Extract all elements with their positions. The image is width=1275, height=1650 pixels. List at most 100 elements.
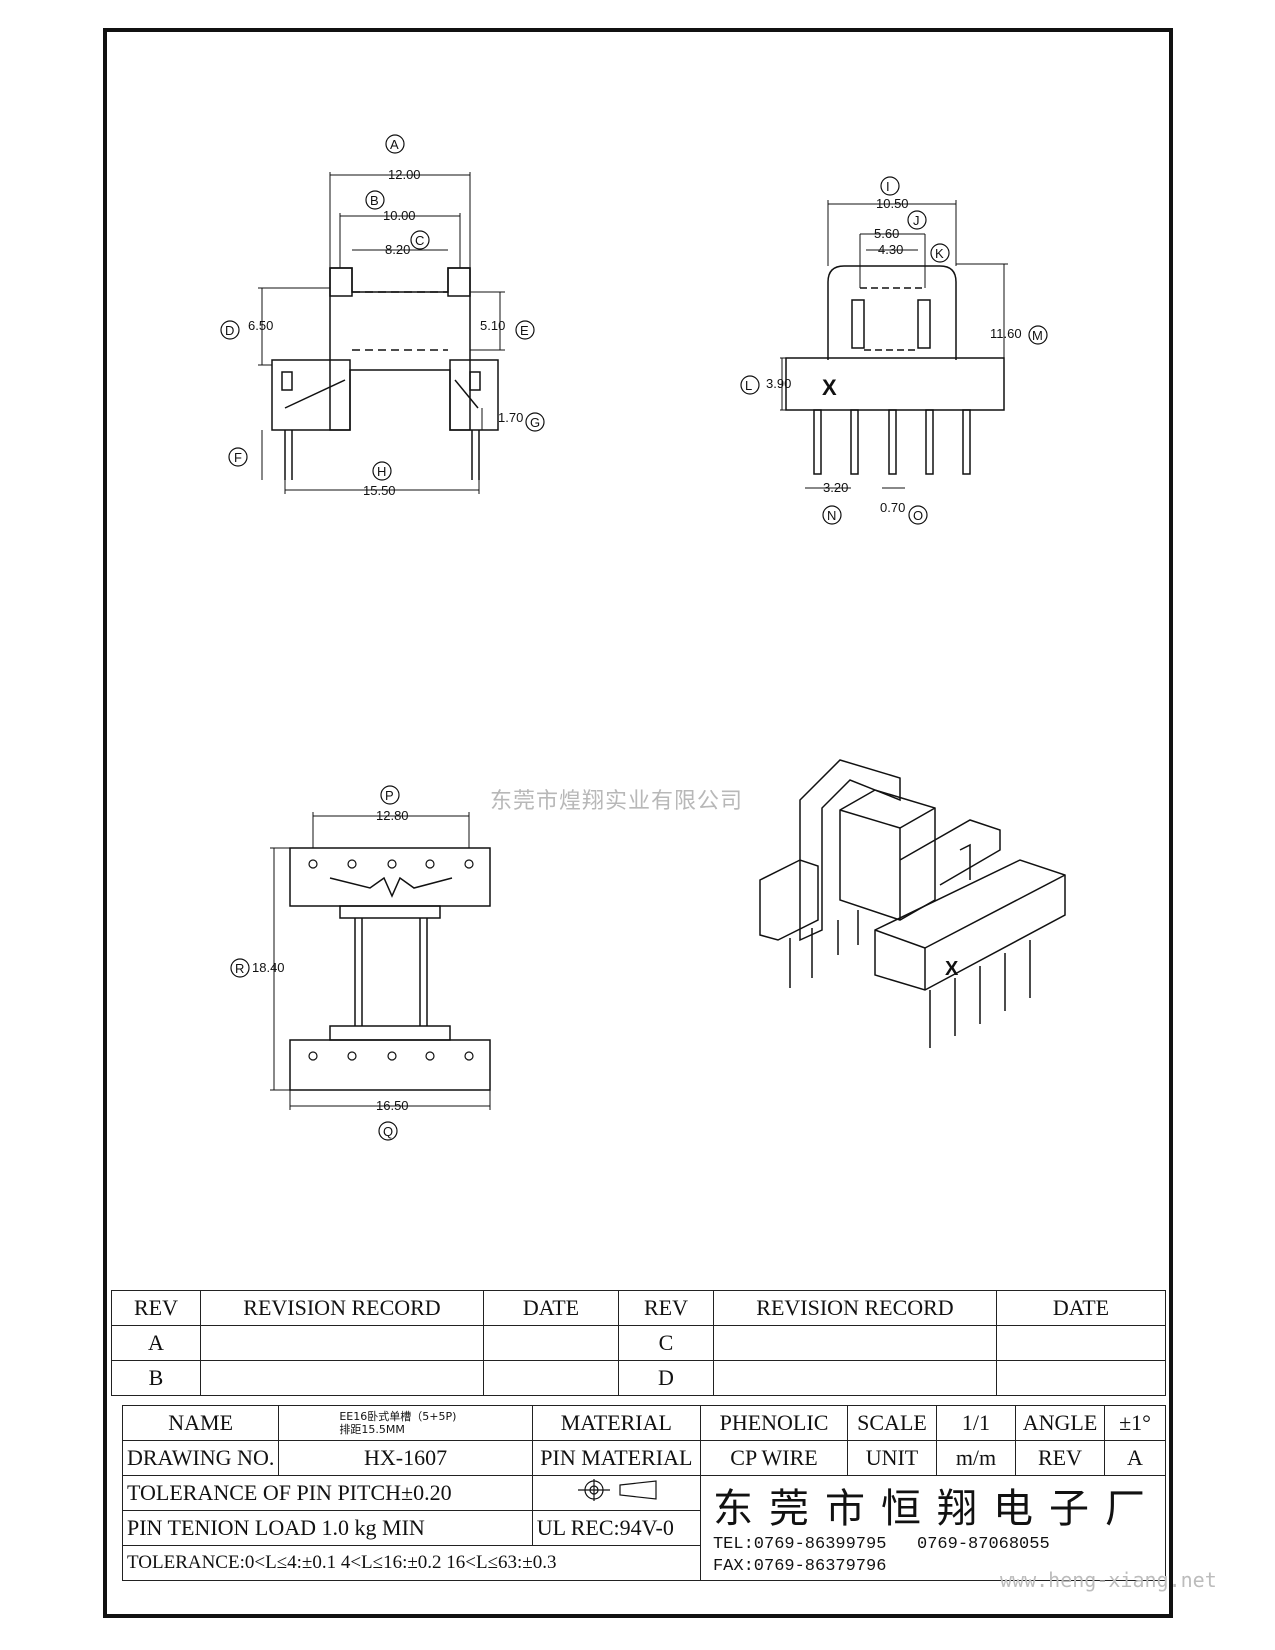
unit-value: m/m: [935, 1440, 1016, 1476]
projection-symbol: [531, 1475, 701, 1511]
title-row-3: TOLERANCE OF PIN PITCH±0.20 东莞市恒翔电子厂 TEL…: [122, 1475, 1167, 1581]
callout-c: C: [415, 233, 424, 248]
angle-label: ANGLE: [1014, 1405, 1106, 1441]
tel-2: 0769-87068055: [917, 1535, 1050, 1554]
part-name-line2: 排距15.5MM: [339, 1423, 405, 1436]
drawing-no-value: HX-1607: [278, 1440, 533, 1476]
callout-h: H: [377, 464, 386, 479]
unit-label: UNIT: [846, 1440, 937, 1476]
callout-m: M: [1032, 328, 1043, 343]
callout-r: R: [235, 961, 244, 976]
dim-n: 3.20: [823, 480, 848, 495]
dim-g: 1.70: [498, 410, 523, 425]
revision-header-row: REV REVISION RECORD DATE REV REVISION RE…: [111, 1290, 1166, 1326]
rev-value: A: [1104, 1440, 1166, 1476]
record-cell: [200, 1360, 484, 1396]
rev-cell: B: [111, 1360, 201, 1396]
material-value: PHENOLIC: [699, 1405, 848, 1441]
callout-i: I: [886, 179, 890, 194]
bottom-view: 12.80 16.50 18.40 P Q R: [230, 785, 491, 1141]
pin-load: PIN TENION LOAD 1.0 kg MIN: [122, 1510, 533, 1546]
isometric-view: X: [759, 759, 1066, 1048]
callout-k: K: [935, 246, 944, 261]
watermark-text: 东莞市煌翔实业有限公司: [490, 789, 744, 814]
dim-h: 15.50: [363, 483, 396, 498]
revision-record-header-2: REVISION RECORD: [713, 1290, 997, 1326]
callout-p: P: [385, 788, 394, 803]
tel-1: TEL:0769-86399795: [712, 1535, 887, 1554]
title-row-2: DRAWING NO. HX-1607 PIN MATERIAL CP WIRE…: [121, 1440, 1166, 1476]
tolerance-ranges: TOLERANCE:0<L≤4:±0.1 4<L≤16:±0.2 16<L≤63…: [122, 1545, 701, 1581]
title-row-1: NAME EE16卧式单槽（5+5P) 排距15.5MM MATERIAL PH…: [121, 1405, 1166, 1441]
revision-record-header: REVISION RECORD: [200, 1290, 484, 1326]
drawing-frame: [103, 28, 1173, 1618]
table-row: B D: [111, 1360, 1166, 1396]
dim-b: 10.00: [383, 208, 416, 223]
date-header-2: DATE: [996, 1290, 1166, 1326]
callout-l: L: [745, 378, 752, 393]
part-name: EE16卧式单槽（5+5P) 排距15.5MM: [278, 1405, 533, 1441]
dim-o: 0.70: [880, 500, 905, 515]
company-block: 东莞市恒翔电子厂 TEL:0769-86399795 0769-87068055…: [699, 1475, 1167, 1581]
rev-label: REV: [1014, 1440, 1106, 1476]
website-watermark: www.heng-xiang.net: [1000, 1568, 1217, 1592]
rev-cell: C: [618, 1325, 714, 1361]
pin-material-value: CP WIRE: [699, 1440, 848, 1476]
date-cell: [996, 1325, 1166, 1361]
callout-b: B: [370, 193, 379, 208]
callout-j: J: [913, 213, 920, 228]
callout-g: G: [530, 415, 540, 430]
date-header: DATE: [483, 1290, 619, 1326]
part-name-line1: EE16卧式单槽（5+5P): [339, 1410, 457, 1423]
callout-d: D: [225, 323, 234, 338]
callout-q: Q: [383, 1124, 393, 1139]
rev-cell: D: [618, 1360, 714, 1396]
dim-q: 16.50: [376, 1098, 409, 1113]
dim-a: 12.00: [388, 167, 421, 182]
date-cell: [483, 1325, 619, 1361]
dim-k: 4.30: [878, 242, 903, 257]
callout-e: E: [520, 323, 529, 338]
angle-value: ±1°: [1104, 1405, 1166, 1441]
projection-symbol-icon: [578, 1479, 657, 1501]
title-row-5: TOLERANCE:0<L≤4:±0.1 4<L≤16:±0.2 16<L≤63…: [122, 1545, 1166, 1581]
dim-m: 11.60: [990, 326, 1022, 341]
title-row-4: PIN TENION LOAD 1.0 kg MIN UL REC:94V-0: [122, 1510, 1166, 1546]
title-block: NAME EE16卧式单槽（5+5P) 排距15.5MM MATERIAL PH…: [121, 1405, 1167, 1581]
callout-f: F: [234, 450, 242, 465]
dim-d: 6.50: [248, 318, 273, 333]
pin-material-label: PIN MATERIAL: [531, 1440, 701, 1476]
dim-r: 18.40: [252, 960, 285, 975]
ul-rating: UL REC:94V-0: [531, 1510, 701, 1546]
callout-a: A: [390, 137, 399, 152]
dim-j: 5.60: [874, 226, 899, 241]
rev-header-2: REV: [618, 1290, 714, 1326]
revision-table: REV REVISION RECORD DATE REV REVISION RE…: [111, 1290, 1166, 1396]
front-view: 12.00 10.00 8.20 6.50 5.10 1.70 15.50 A …: [220, 134, 545, 498]
company-name: 东莞市恒翔电子厂: [712, 1486, 1161, 1532]
iso-mark: X: [945, 958, 959, 980]
record-cell: [713, 1360, 997, 1396]
dim-p: 12.80: [376, 808, 409, 823]
record-cell: [713, 1325, 997, 1361]
dim-l: 3.90: [766, 376, 791, 391]
material-label: MATERIAL: [531, 1405, 701, 1441]
scale-label: SCALE: [846, 1405, 937, 1441]
callout-n: N: [827, 508, 836, 523]
side-view: X 10.50 5.60 4.30 3.90 11.60 3.20 0.70: [740, 176, 1048, 525]
side-mark: X: [822, 375, 837, 400]
dim-i: 10.50: [876, 196, 909, 211]
tolerance-pitch: TOLERANCE OF PIN PITCH±0.20: [122, 1475, 533, 1511]
table-row: A C: [111, 1325, 1166, 1361]
dim-e: 5.10: [480, 318, 505, 333]
record-cell: [200, 1325, 484, 1361]
date-cell: [483, 1360, 619, 1396]
callout-o: O: [913, 508, 923, 523]
rev-cell: A: [111, 1325, 201, 1361]
scale-value: 1/1: [935, 1405, 1016, 1441]
rev-header: REV: [111, 1290, 201, 1326]
name-label: NAME: [121, 1405, 280, 1441]
drawing-no-label: DRAWING NO.: [121, 1440, 280, 1476]
date-cell: [996, 1360, 1166, 1396]
